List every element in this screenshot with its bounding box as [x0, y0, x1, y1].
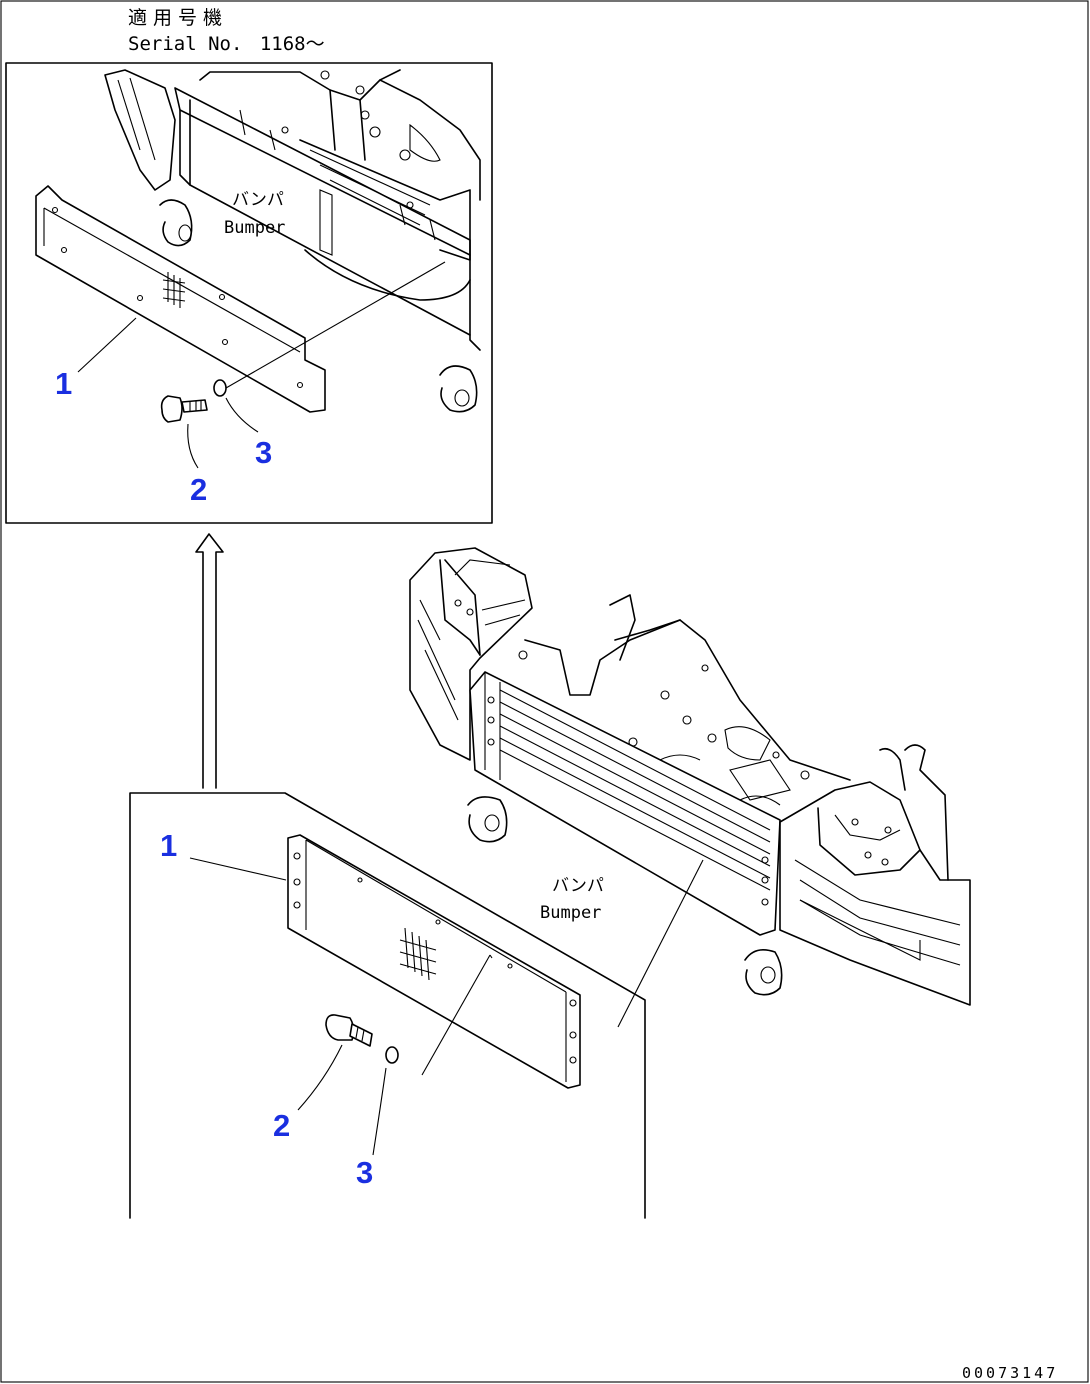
main-washer-icon: [385, 1046, 399, 1064]
detail-leader-2: [187, 423, 199, 469]
detail-bolt-icon: [160, 395, 208, 423]
detail-cover-plate: [35, 185, 326, 413]
detail-view-frame: [5, 62, 493, 524]
main-leader-2: [297, 1044, 343, 1111]
detail-callout-1[interactable]: 1: [55, 366, 72, 401]
detail-callout-3[interactable]: 3: [255, 435, 272, 470]
main-frame-assembly: [409, 547, 971, 1006]
main-bolt-icon: [325, 1014, 373, 1047]
main-leader-1: [189, 857, 287, 881]
detail-bumper-label-jp: バンパ: [232, 190, 284, 210]
detail-washer-icon: [213, 379, 227, 397]
detail-frame-structure: [104, 69, 481, 413]
main-assembly-tick: [489, 954, 493, 959]
drawing-number: 00073147: [962, 1364, 1058, 1382]
detail-assembly-line: [225, 261, 446, 389]
main-cover-plate: [287, 834, 581, 1089]
main-view-frame: [129, 792, 646, 1219]
main-callout-1[interactable]: 1: [160, 828, 177, 863]
detail-arrow-icon: [195, 533, 224, 789]
main-view: 1 2 3: [129, 792, 704, 1219]
main-assembly-line-a: [421, 954, 491, 1076]
main-bumper-label-jp: バンパ: [552, 876, 604, 896]
main-bumper-label-en: Bumper: [540, 903, 601, 923]
serial-label-text: Serial No.: [128, 33, 242, 55]
detail-leader-1: [77, 317, 137, 373]
main-callout-2[interactable]: 2: [273, 1108, 290, 1143]
detail-leader-3: [225, 397, 259, 433]
serial-value: 1168〜: [260, 33, 325, 55]
applicable-serial-jp: 適用号機: [128, 7, 228, 29]
detail-bumper-label-en: Bumper: [224, 218, 285, 238]
detail-view: バンパ Bumper 1 2 3: [5, 62, 493, 524]
detail-callout-2[interactable]: 2: [190, 472, 207, 507]
main-callout-3[interactable]: 3: [356, 1155, 373, 1190]
main-leader-3: [372, 1067, 387, 1156]
serial-label: Serial No. 1168〜: [128, 33, 325, 55]
main-assembly-line-b: [617, 859, 704, 1028]
